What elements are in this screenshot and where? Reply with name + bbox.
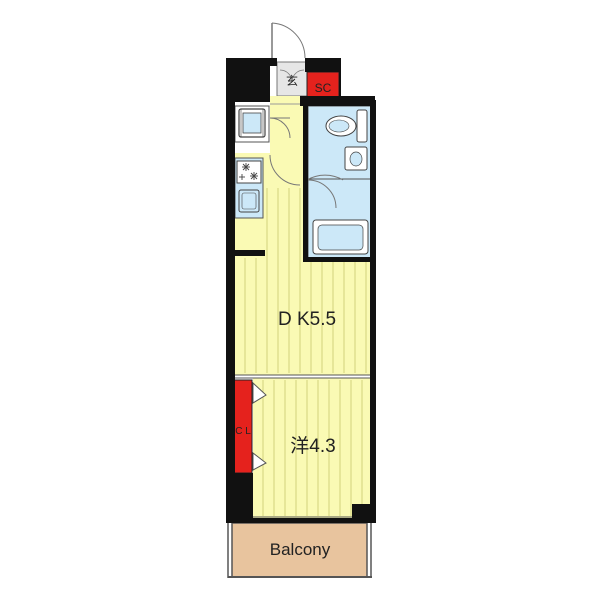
partition-sliding-door (232, 374, 372, 379)
shoe-closet (306, 71, 340, 101)
hall-door (269, 154, 301, 186)
stove-icon (236, 160, 262, 184)
bathtub-icon (312, 219, 369, 255)
entrance-inner-door (279, 69, 305, 83)
kitchen-sink-icon (238, 189, 260, 213)
closet-doors (252, 381, 267, 471)
dk-label: D K5.5 (278, 309, 336, 330)
western-room-floor-lines (262, 380, 363, 516)
toilet-door (306, 174, 344, 181)
washer-door (269, 117, 291, 139)
toilet-icon (325, 109, 368, 143)
walls (226, 58, 376, 523)
balcony-label: Balcony (270, 540, 331, 559)
entrance-door (271, 22, 306, 59)
hallway-floor (270, 96, 305, 154)
entrance-label: 玄 (286, 73, 298, 88)
western-room-floor (253, 378, 370, 518)
closet-label: C L (235, 426, 251, 437)
washing-machine-icon (238, 108, 266, 138)
dk-floor-right (305, 260, 370, 375)
shoe-closet-label: SC (315, 81, 332, 95)
wash-basin-icon (344, 146, 368, 171)
western-room-label: 洋4.3 (290, 435, 335, 457)
dk-floor-lines (244, 188, 367, 373)
balcony-area (231, 522, 368, 578)
